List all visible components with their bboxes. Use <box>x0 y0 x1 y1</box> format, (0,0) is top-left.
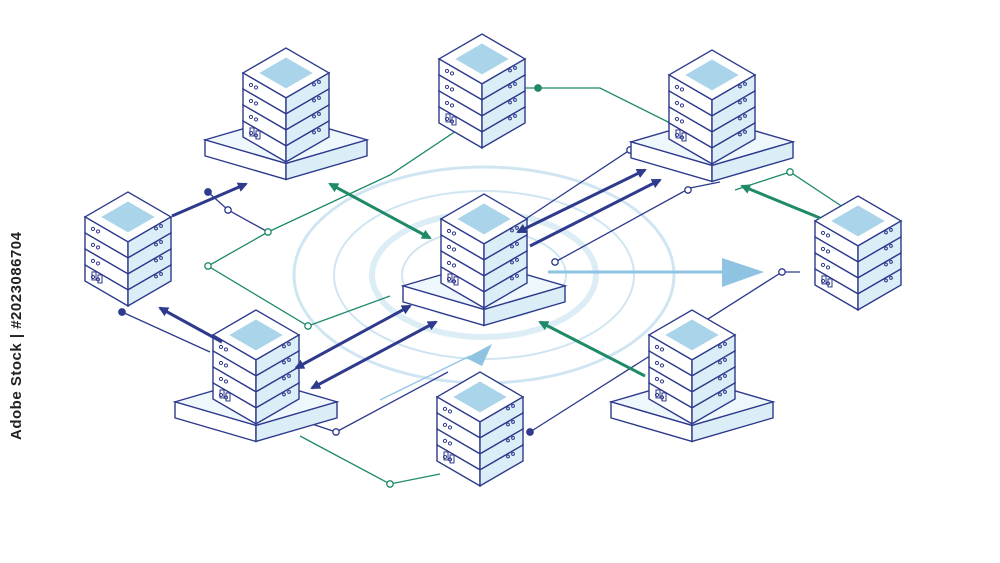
server-bottom <box>435 371 525 488</box>
server-bottom-right <box>608 309 776 443</box>
servers <box>83 33 903 488</box>
arrow-center-to-topright-2 <box>529 178 662 248</box>
link-left-to-bottomleft <box>121 311 211 353</box>
arrow-bottomright-to-center <box>538 320 646 378</box>
server-bottom-left <box>172 309 340 443</box>
server-center <box>400 193 568 327</box>
arrow-bottomleft-center-2 <box>310 320 438 390</box>
flow-arrows <box>158 168 821 390</box>
server-top <box>437 33 527 150</box>
light-arrows <box>466 258 764 366</box>
link-top-to-topright <box>525 87 681 129</box>
big-arrow-icon <box>722 258 764 287</box>
link-bottomleft-to-bottom-green <box>299 435 441 485</box>
small-arrow-icon <box>466 344 492 366</box>
arrow-center-to-topright-1 <box>516 168 647 234</box>
side-caption: Adobe Stock | #2023086704 <box>8 231 25 440</box>
arrow-right-to-topright <box>740 184 821 220</box>
arrow-left-to-topleft <box>171 182 248 218</box>
server-top-left <box>202 47 370 181</box>
connector-nodes <box>118 84 794 488</box>
server-left <box>83 191 173 308</box>
arrow-bottomleft-to-left <box>158 306 223 344</box>
server-right <box>813 195 903 312</box>
arrow-topleft-center-bidirectional <box>328 182 432 240</box>
server-top-right <box>628 49 796 183</box>
